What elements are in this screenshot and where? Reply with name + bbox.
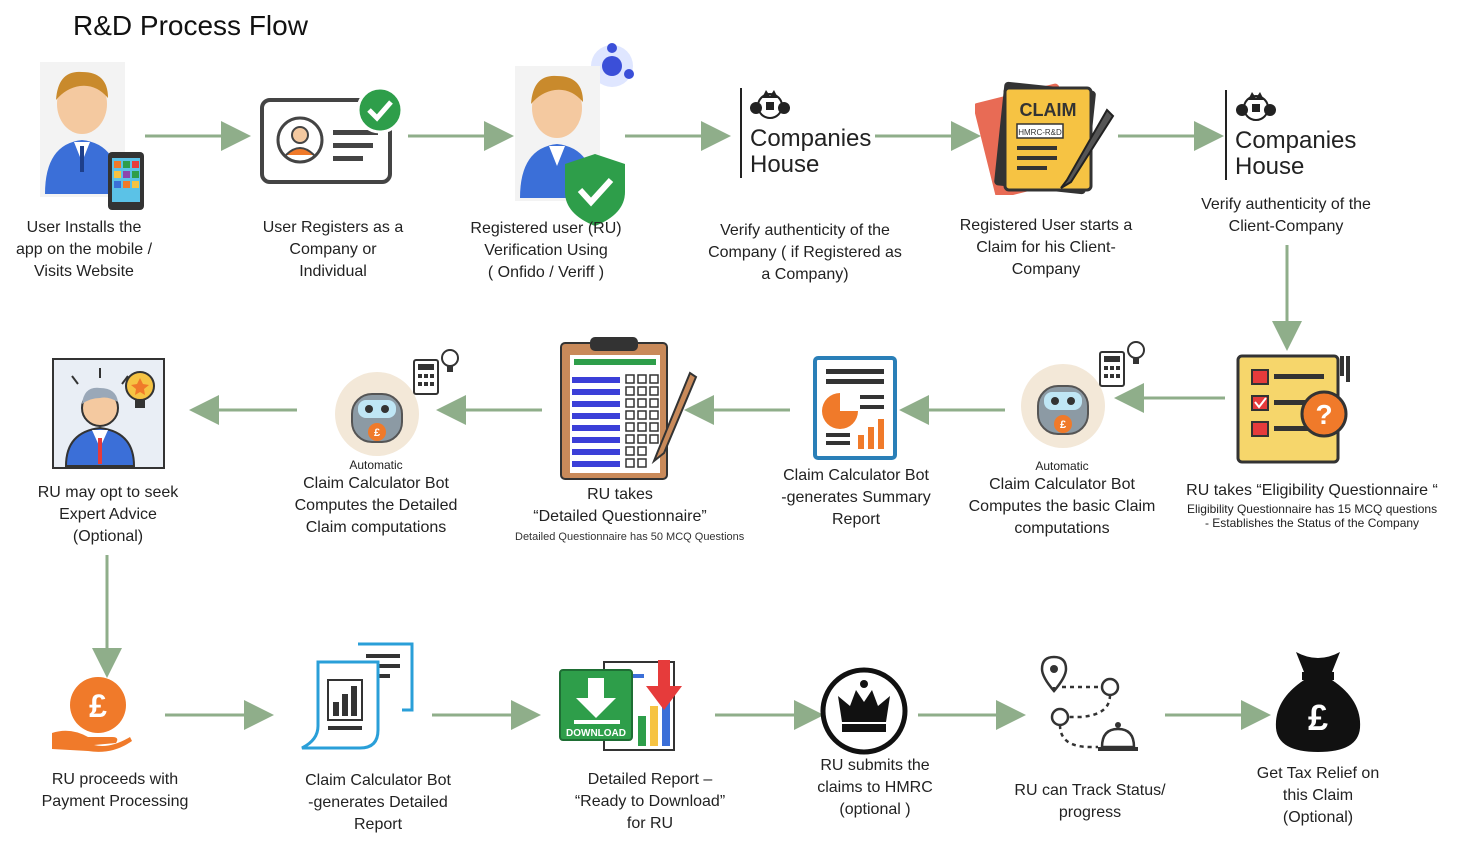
download-text: DOWNLOAD [566, 728, 626, 739]
step-expert: RU may opt to seek Expert Advice (Option… [3, 482, 213, 548]
step-verify-company: Verify authenticity of the Company ( if … [700, 220, 910, 286]
step-detailed-report: Claim Calculator Bot -generates Detailed… [273, 770, 483, 836]
step-summary: Claim Calculator Bot -generates Summary … [751, 465, 961, 531]
step-eligibility-note: Eligibility Questionnaire has 15 MCQ que… [1186, 502, 1438, 530]
step-payment-label: RU proceeds with Payment Processing [41, 771, 189, 810]
questionnaire-icon: ? [1236, 354, 1350, 464]
step-track: RU can Track Status/ progress [985, 780, 1195, 824]
step-detailed-q-note: Detailed Questionnaire has 50 MCQ Questi… [515, 531, 745, 543]
step-detailed-calc: Automatic Claim Calculator Bot Computes … [271, 457, 481, 539]
clipboard-icon [560, 337, 698, 480]
crown-icon [820, 667, 908, 755]
claim-document-icon: CLAIM HMRC-R&D [975, 81, 1115, 195]
step-verify-client: Verify authenticity of the Client-Compan… [1181, 194, 1391, 238]
calculator-bot-icon: £ [1021, 341, 1145, 448]
step-expert-label: RU may opt to seek Expert Advice (Option… [37, 484, 179, 545]
step-basic-auto-label: Automatic [1035, 459, 1089, 473]
crest-icon [1236, 92, 1276, 121]
step-install-label: User Installs the app on the mobile / Vi… [15, 219, 153, 280]
summary-report-icon [813, 356, 897, 460]
svg-text:?: ? [1315, 399, 1332, 430]
step-detailed-calc-label: Claim Calculator Bot Computes the Detail… [294, 475, 458, 536]
pound-text: £ [1308, 697, 1328, 738]
svg-text:£: £ [374, 427, 380, 439]
step-start-claim-label: Registered User starts a Claim for his C… [959, 217, 1133, 278]
id-card-icon [260, 86, 404, 184]
step-detailed-auto-label: Automatic [349, 458, 403, 472]
step-submit-label: RU submits the claims to HMRC (optional … [817, 757, 933, 818]
step-detailed-q-label: RU takes “Detailed Questionnaire” [533, 486, 707, 525]
step-relief: Get Tax Relief on this Claim (Optional) [1213, 763, 1423, 829]
companies-house-logo: Companies House [740, 88, 871, 178]
step-eligibility: RU takes “Eligibility Questionnaire “ El… [1167, 480, 1457, 530]
detailed-report-icon [301, 642, 414, 750]
verified-user-icon [515, 43, 634, 226]
step-basic-calc-label: Claim Calculator Bot Computes the basic … [968, 476, 1156, 537]
step-submit: RU submits the claims to HMRC (optional … [770, 755, 980, 821]
pound-text: £ [89, 688, 107, 724]
step-summary-label: Claim Calculator Bot -generates Summary … [781, 467, 931, 528]
step-verify-user-label: Registered user (RU) Verification Using … [470, 220, 622, 281]
step-verify-company-label: Verify authenticity of the Company ( if … [708, 222, 902, 283]
download-icon: DOWNLOAD [559, 660, 682, 751]
step-detailed-report-label: Claim Calculator Bot -generates Detailed… [305, 772, 451, 833]
step-verify-client-label: Verify authenticity of the Client-Compan… [1201, 196, 1371, 235]
step-detailed-questionnaire: RU takes “Detailed Questionnaire” Detail… [515, 484, 745, 544]
page-title: R&D Process Flow [73, 10, 308, 41]
step-basic-calc: Automatic Claim Calculator Bot Computes … [957, 458, 1167, 540]
claim-text: CLAIM [1020, 100, 1077, 120]
payment-icon: £ [52, 677, 132, 752]
money-bag-icon: £ [1275, 652, 1361, 752]
step-verify-user: Registered user (RU) Verification Using … [441, 218, 651, 284]
svg-text:£: £ [1060, 419, 1066, 431]
track-route-icon [1040, 655, 1138, 751]
step-payment: RU proceeds with Payment Processing [10, 769, 220, 813]
step-register-label: User Registers as a Company or Individua… [262, 219, 404, 280]
step-start-claim: Registered User starts a Claim for his C… [941, 215, 1151, 281]
step-download-label: Detailed Report – “Ready to Download” fo… [574, 771, 726, 832]
step-track-label: RU can Track Status/ progress [1014, 782, 1166, 821]
step-install: User Installs the app on the mobile / Vi… [0, 217, 189, 283]
calculator-bot-icon: £ [335, 349, 459, 456]
step-eligibility-label: RU takes “Eligibility Questionnaire “ [1186, 482, 1438, 499]
hmrc-text: HMRC-R&D [1018, 128, 1062, 137]
crest-icon [750, 90, 790, 119]
step-register: User Registers as a Company or Individua… [228, 217, 438, 283]
user-mobile-icon [40, 62, 144, 210]
step-download: Detailed Report – “Ready to Download” fo… [545, 769, 755, 835]
step-relief-label: Get Tax Relief on this Claim (Optional) [1256, 765, 1380, 826]
companies-house-logo: Companies House [1225, 90, 1356, 180]
expert-advice-icon [52, 358, 165, 469]
